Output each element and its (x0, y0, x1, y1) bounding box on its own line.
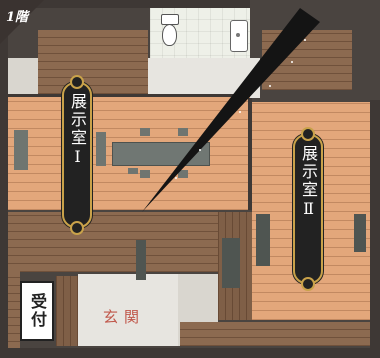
display-block (128, 168, 138, 174)
south-step (56, 276, 78, 346)
display-case (14, 130, 28, 170)
floor-label: 1階 (6, 10, 29, 25)
wall-room-divider (248, 98, 252, 210)
reception-sign[interactable]: 受付 (20, 281, 54, 341)
exhibition-room-1-label: 展示室Ⅰ (68, 93, 87, 168)
plaque-exhibition-room-2[interactable]: 展示室Ⅱ (293, 127, 323, 291)
display-case (96, 132, 106, 166)
display-block (140, 170, 150, 178)
entrance-label: 玄関 (103, 308, 146, 326)
display-block (178, 170, 188, 178)
wall-left (0, 0, 8, 358)
north-west-room (38, 30, 148, 94)
pointer-wedge (142, 8, 320, 212)
partition (136, 240, 146, 280)
south-west-floor (8, 270, 20, 350)
display-block (140, 128, 150, 136)
toilet-icon (160, 14, 179, 48)
north-corridor-strip (8, 58, 38, 94)
sink-icon (230, 20, 248, 52)
reception-label: 受付 (28, 293, 47, 329)
display-case (256, 214, 270, 266)
south-corridor (180, 322, 370, 346)
center-corridor (8, 212, 218, 272)
exhibition-room-2-label: 展示室Ⅱ (299, 145, 318, 220)
entrance-floor (78, 274, 178, 346)
wall-top (0, 0, 250, 8)
wall-right (370, 100, 380, 358)
display-case (222, 238, 240, 288)
display-block (178, 128, 188, 136)
display-case (354, 214, 366, 252)
wall-bottom (0, 348, 380, 358)
floor-badge (0, 0, 44, 44)
plaque-exhibition-room-1[interactable]: 展示室Ⅰ (62, 75, 92, 235)
wall-north (8, 94, 250, 97)
